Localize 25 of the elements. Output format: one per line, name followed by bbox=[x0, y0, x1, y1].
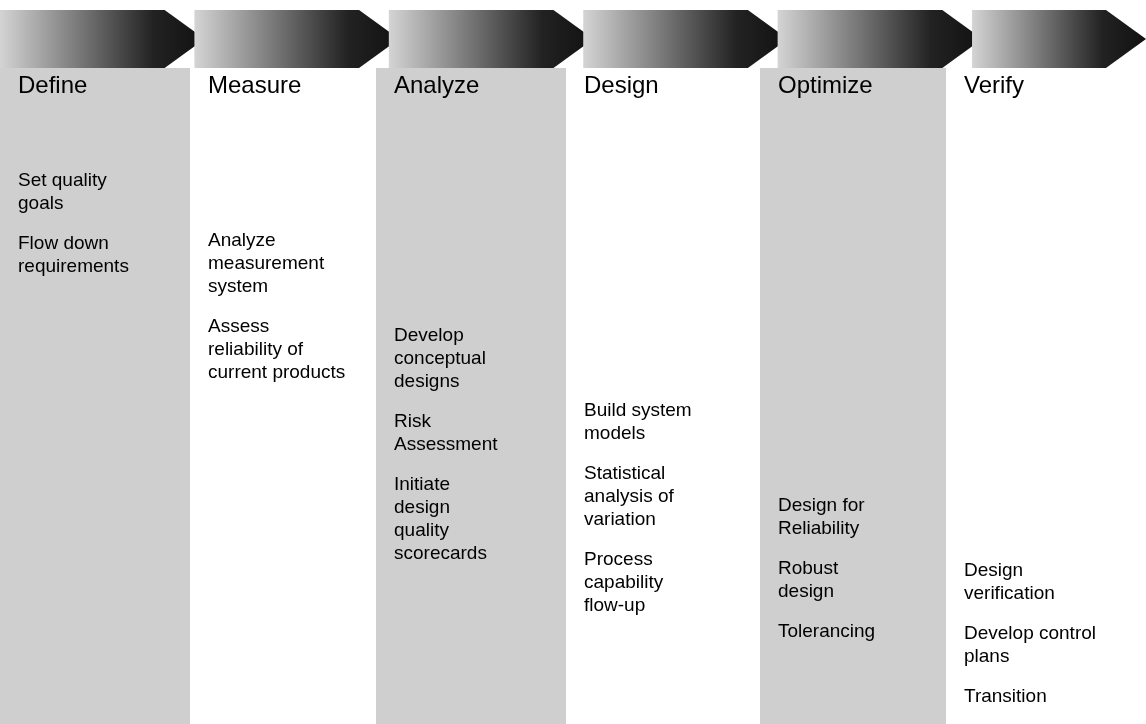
task-text: Robust design bbox=[778, 556, 840, 602]
task-text: Process capability flow-up bbox=[584, 547, 665, 616]
task-text: Transition bbox=[964, 684, 1048, 707]
task-text: Build system models bbox=[584, 398, 693, 444]
phase-heading: Optimize bbox=[778, 70, 873, 100]
task-text: Design for Reliability bbox=[778, 493, 866, 539]
phase-heading: Analyze bbox=[394, 70, 480, 100]
phase-column bbox=[760, 68, 946, 724]
task-text: Assess reliability of current products bbox=[208, 314, 347, 383]
task-text: Develop conceptual designs bbox=[394, 323, 487, 392]
task-text: Risk Assessment bbox=[394, 409, 499, 455]
phase-heading: Measure bbox=[208, 70, 302, 100]
phase-heading: Design bbox=[584, 70, 659, 100]
task-text: Set quality goals bbox=[18, 168, 108, 214]
task-text: Statistical analysis of variation bbox=[584, 461, 675, 530]
phase-heading: Verify bbox=[964, 70, 1025, 100]
phase-column bbox=[376, 68, 566, 724]
task-text: Tolerancing bbox=[778, 619, 877, 642]
phase-column bbox=[0, 68, 190, 724]
phase-heading: Define bbox=[18, 70, 88, 100]
task-text: Design verification bbox=[964, 558, 1056, 604]
task-text: Develop control plans bbox=[964, 621, 1098, 667]
task-text: Analyze measurement system bbox=[208, 228, 326, 297]
task-text: Flow down requirements bbox=[18, 231, 130, 277]
task-text: Initiate design quality scorecards bbox=[394, 472, 488, 564]
